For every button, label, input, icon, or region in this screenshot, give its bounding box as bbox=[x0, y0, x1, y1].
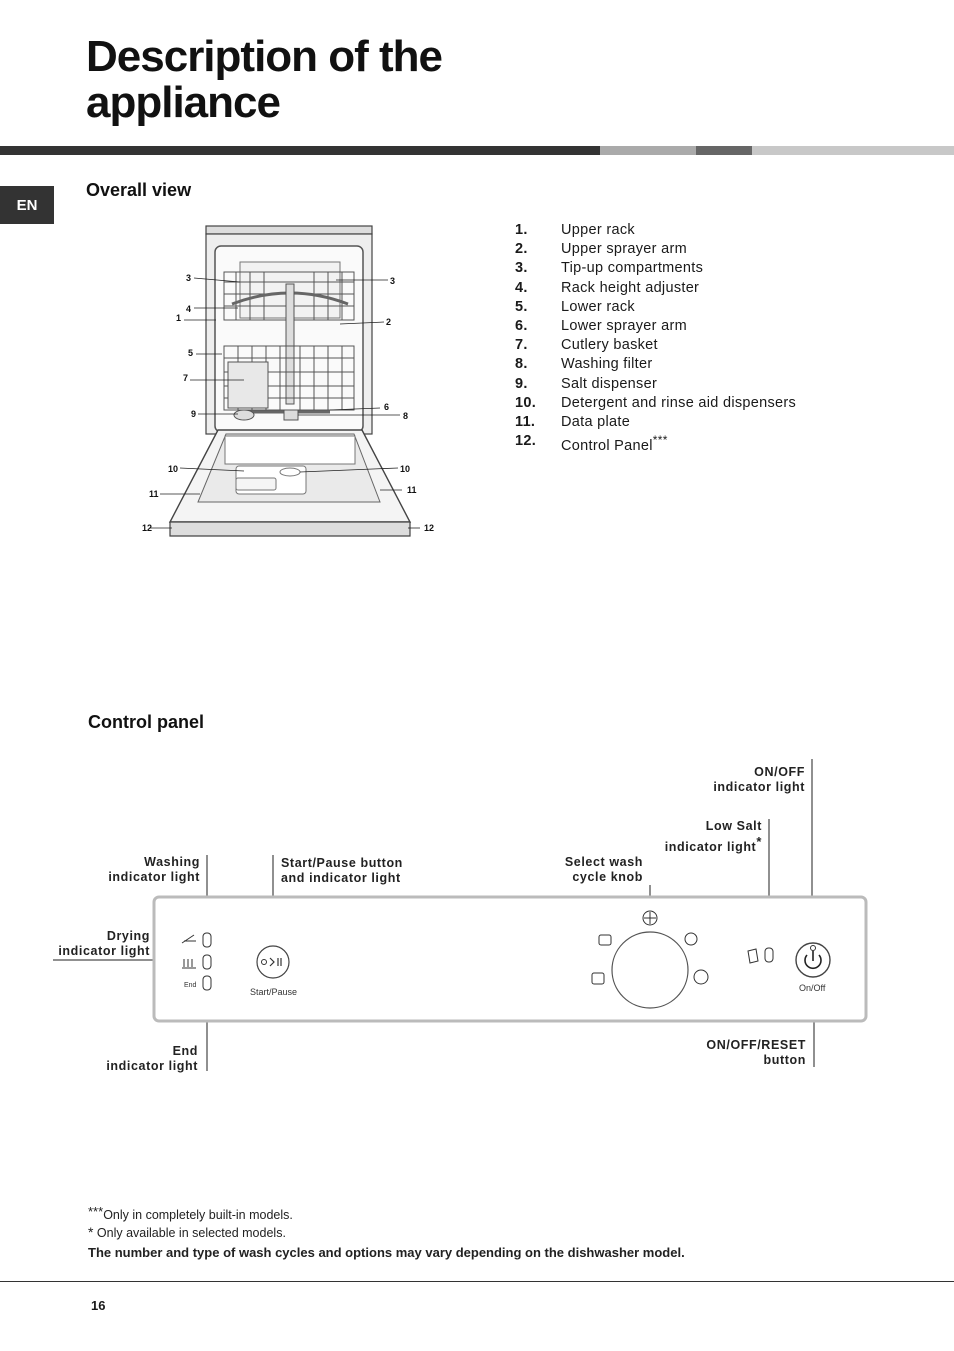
list-item: 9.Salt dispenser bbox=[515, 375, 658, 392]
list-item: 12.Control Panel*** bbox=[515, 433, 668, 454]
control-panel-frame bbox=[152, 895, 868, 1023]
header-rule-light bbox=[600, 146, 696, 155]
callout-7: 7 bbox=[183, 373, 188, 383]
end-indicator-light bbox=[202, 975, 212, 991]
list-item: 11.Data plate bbox=[515, 413, 631, 430]
control-panel-heading: Control panel bbox=[88, 712, 204, 732]
language-tab: EN bbox=[0, 186, 54, 224]
header-rule-pale bbox=[752, 146, 954, 155]
list-item: 8.Washing filter bbox=[515, 356, 653, 373]
callout-3a: 3 bbox=[186, 273, 191, 283]
list-item: 7.Cutlery basket bbox=[515, 337, 658, 354]
callout-12a: 12 bbox=[142, 523, 152, 533]
footer-rule bbox=[0, 1281, 954, 1282]
start-pause-panel-text: Start/Pause bbox=[250, 987, 297, 997]
list-item: 2.Upper sprayer arm bbox=[515, 241, 687, 258]
low-salt-label: Low Salt indicator light* bbox=[664, 819, 762, 855]
overall-view-heading: Overall view bbox=[86, 180, 192, 200]
page-title: Description of the appliance bbox=[86, 32, 443, 127]
callout-6: 6 bbox=[384, 402, 389, 412]
callout-11b: 11 bbox=[407, 485, 417, 495]
callout-1: 1 bbox=[176, 313, 181, 323]
drying-indicator-light bbox=[182, 954, 212, 970]
callout-10a: 10 bbox=[168, 464, 178, 474]
header-rule-dark bbox=[0, 146, 600, 155]
dishwasher-diagram: 3 3 4 1 2 5 7 9 6 8 10 10 11 11 12 12 bbox=[142, 225, 434, 537]
list-item: 1.Upper rack bbox=[515, 222, 635, 238]
list-item: 3.Tip-up compartments bbox=[515, 260, 704, 277]
page-number: 16 bbox=[91, 1298, 106, 1313]
callout-10b: 10 bbox=[400, 464, 410, 474]
select-wash-cycle-knob[interactable] bbox=[611, 931, 689, 1009]
on-off-reset-button[interactable] bbox=[795, 942, 831, 978]
end-panel-text: End bbox=[184, 982, 197, 989]
start-pause-button[interactable] bbox=[256, 945, 290, 979]
list-item: 5.Lower rack bbox=[515, 298, 635, 315]
low-salt-indicator-light bbox=[747, 947, 774, 964]
footnote-built-in: ***Only in completely built-in models. bbox=[88, 1204, 293, 1222]
control-panel-diagram: End Start/Pause On/Off bbox=[53, 759, 868, 1071]
parts-list: 1.Upper rack 2.Upper sprayer arm 3.Tip-u… bbox=[515, 222, 797, 454]
header-rule-mid bbox=[696, 146, 752, 155]
on-off-indicator-light bbox=[810, 945, 816, 951]
callout-5: 5 bbox=[188, 348, 193, 358]
callout-8: 8 bbox=[403, 411, 408, 421]
on-off-panel-text: On/Off bbox=[799, 983, 826, 993]
callout-4: 4 bbox=[186, 304, 191, 314]
program-icons bbox=[591, 910, 709, 985]
footnote-wash-cycles: The number and type of wash cycles and o… bbox=[88, 1245, 685, 1260]
callout-11a: 11 bbox=[149, 489, 159, 499]
list-item: 6.Lower sprayer arm bbox=[515, 317, 687, 334]
callout-3b: 3 bbox=[390, 276, 395, 286]
callout-9: 9 bbox=[191, 409, 196, 419]
footnote-selected-models: * Only available in selected models. bbox=[88, 1224, 286, 1240]
callout-12b: 12 bbox=[424, 523, 434, 533]
list-item: 10.Detergent and rinse aid dispensers bbox=[515, 394, 797, 411]
callout-2: 2 bbox=[386, 317, 391, 327]
washing-indicator-light bbox=[181, 932, 212, 948]
list-item: 4.Rack height adjuster bbox=[515, 279, 700, 296]
